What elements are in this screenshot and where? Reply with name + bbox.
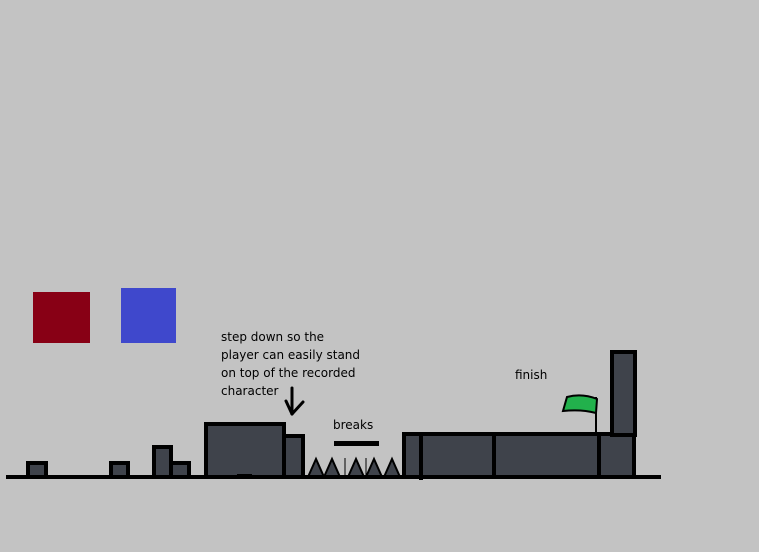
small-block-2: [109, 461, 130, 479]
finish-label: finish: [515, 368, 548, 382]
small-block-1: [26, 461, 48, 479]
tall-pillar: [610, 350, 637, 437]
spike-icon: [306, 456, 402, 478]
step-down-note-line-2: player can easily stand: [221, 348, 361, 362]
small-block-4: [169, 461, 191, 479]
large-block: [204, 422, 286, 479]
blue-character: [121, 288, 176, 343]
step-down-note-line-3: on top of the recorded: [221, 366, 356, 380]
step-down-note-line-4: character: [221, 384, 279, 398]
breakable-bar: [334, 441, 379, 446]
arrow-down-icon: [284, 386, 305, 416]
breaks-label: breaks: [333, 418, 374, 432]
red-character: [33, 292, 90, 343]
step-down-note-line-1: step down so the: [221, 330, 325, 344]
small-block-3: [152, 445, 173, 479]
flag-icon: [561, 394, 599, 415]
step-block: [282, 434, 305, 479]
